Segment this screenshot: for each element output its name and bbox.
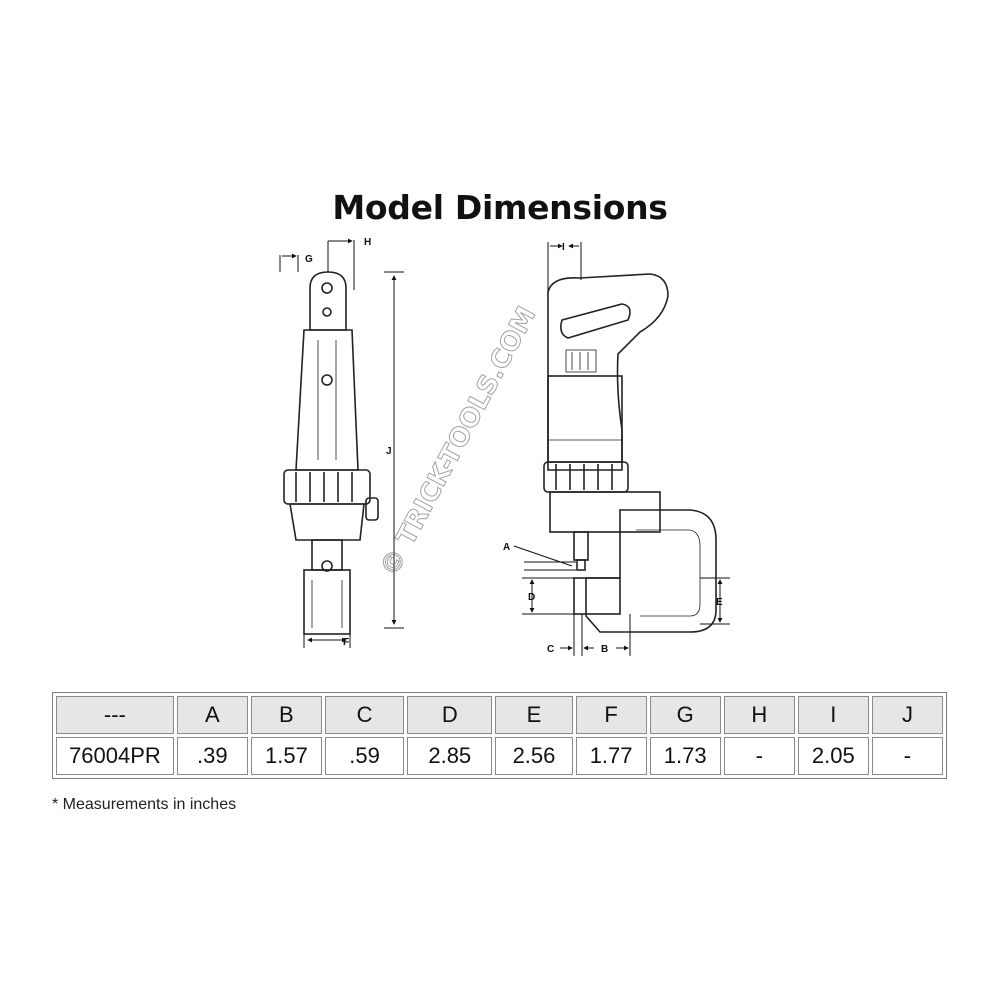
dim-label-i: I: [562, 242, 565, 253]
header-cell-b: B: [250, 696, 322, 734]
header-cell-c: C: [324, 696, 405, 734]
dim-label-d: D: [528, 592, 535, 603]
cell-e: 2.56: [495, 737, 573, 775]
table-row: 76004PR .39 1.57 .59 2.85 2.56 1.77 1.73…: [56, 737, 943, 775]
side-view-dimension-lines: [513, 242, 730, 656]
watermark-text: © TRICK-TOOLS.COM: [375, 302, 543, 581]
cell-j: -: [871, 737, 943, 775]
header-cell-a: A: [176, 696, 248, 734]
cell-model: 76004PR: [56, 737, 174, 775]
dim-label-j: J: [386, 446, 392, 457]
header-cell-h: H: [723, 696, 795, 734]
cell-i: 2.05: [797, 737, 869, 775]
page-title: Model Dimensions: [332, 188, 668, 227]
cell-d: 2.85: [407, 737, 493, 775]
cell-h: -: [723, 737, 795, 775]
header-cell-e: E: [495, 696, 573, 734]
cell-f: 1.77: [575, 737, 647, 775]
cell-g: 1.73: [649, 737, 721, 775]
dim-label-g: G: [305, 254, 313, 265]
footnote: * Measurements in inches: [52, 796, 237, 813]
dim-label-f: F: [343, 637, 349, 648]
dim-label-e: E: [716, 597, 723, 608]
cell-a: .39: [176, 737, 248, 775]
dim-label-c: C: [547, 644, 554, 655]
header-cell-i: I: [797, 696, 869, 734]
header-cell-g: G: [649, 696, 721, 734]
cell-b: 1.57: [250, 737, 322, 775]
header-cell-d: D: [407, 696, 493, 734]
cell-c: .59: [324, 737, 405, 775]
dim-label-a: A: [503, 542, 510, 553]
header-cell-j: J: [871, 696, 943, 734]
front-view-drawing: [283, 271, 379, 635]
front-view-dimension-lines: [279, 238, 404, 648]
dimensions-table: --- A B C D E F G H I J 76004PR .39 1.57…: [52, 692, 947, 779]
dim-label-h: H: [364, 237, 371, 248]
dim-label-b: B: [601, 644, 608, 655]
header-cell-model: ---: [56, 696, 174, 734]
table-header-row: --- A B C D E F G H I J: [56, 696, 943, 734]
header-cell-f: F: [575, 696, 647, 734]
side-view-drawing: [543, 273, 717, 633]
